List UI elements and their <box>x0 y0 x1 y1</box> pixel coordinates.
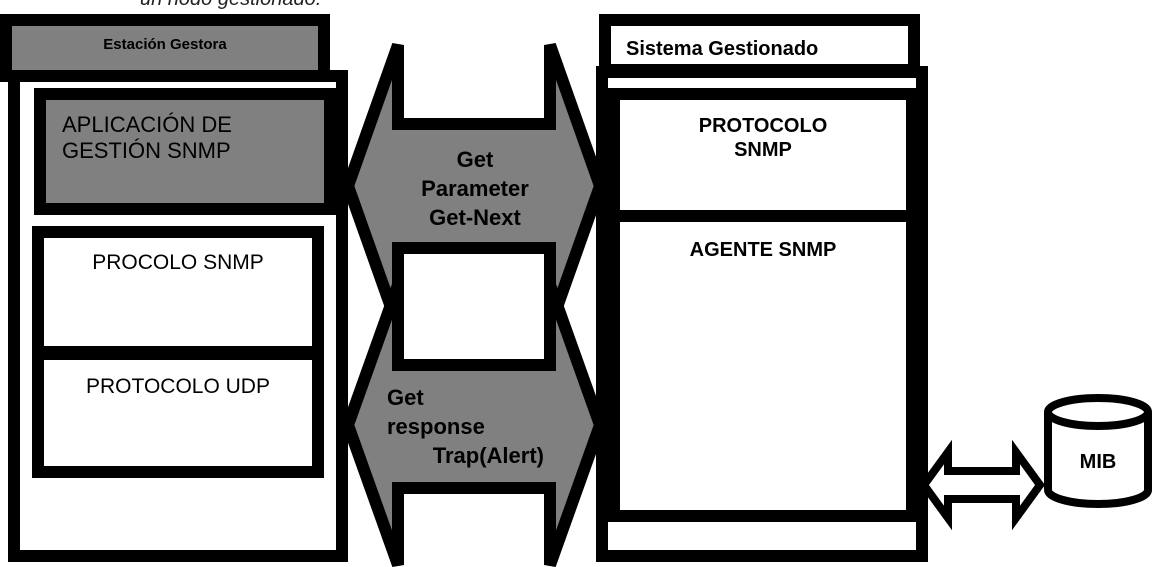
manager-snmp-protocol-label: PROCOLO SNMP <box>92 251 264 274</box>
managed-snmp-protocol-line2: SNMP <box>734 139 792 161</box>
upper-arrow-line3: Get-Next <box>429 205 521 231</box>
management-application-line1: APLICACIÓN DE <box>62 112 232 137</box>
mib-label: MIB <box>1079 451 1117 473</box>
lower-arrow-line2: response <box>387 414 485 440</box>
snmp-agent-label: AGENTE SNMP <box>689 239 837 261</box>
lower-double-arrow <box>341 282 607 567</box>
management-application-line2: GESTIÓN SNMP <box>62 138 231 164</box>
upper-arrow-line1: Get <box>456 147 494 172</box>
upper-double-arrow <box>341 42 607 330</box>
manager-station-title-box <box>0 14 330 82</box>
management-application-label: APLICACIÓN DE GESTIÓN SNMP <box>62 112 232 165</box>
manager-udp-protocol-box <box>32 348 324 478</box>
manager-udp-protocol-label: PROTOCOLO UDP <box>86 375 270 398</box>
mib-link-arrow <box>919 439 1045 531</box>
managed-snmp-protocol-label: PROTOCOLO SNMP <box>608 114 918 162</box>
management-application-box <box>34 88 336 215</box>
upper-arrow-line2: Parameter <box>421 176 529 202</box>
manager-station-title: Estación Gestora <box>103 36 227 53</box>
managed-snmp-protocol-line1: PROTOCOLO <box>698 115 828 137</box>
lower-arrow-line1: Get <box>387 385 424 410</box>
upper-arrow-label: Get Parameter Get-Next <box>400 145 550 232</box>
lower-arrow-label: Get response Trap(Alert) <box>385 383 550 470</box>
managed-system-title: Sistema Gestionado <box>626 38 819 60</box>
top-caption: un nodo gestionado. <box>140 0 321 11</box>
snmp-agent-box <box>608 210 918 522</box>
lower-arrow-line3: Trap(Alert) <box>432 443 544 469</box>
managed-system-title-box <box>599 14 920 76</box>
mib-database-icon <box>1044 394 1152 508</box>
